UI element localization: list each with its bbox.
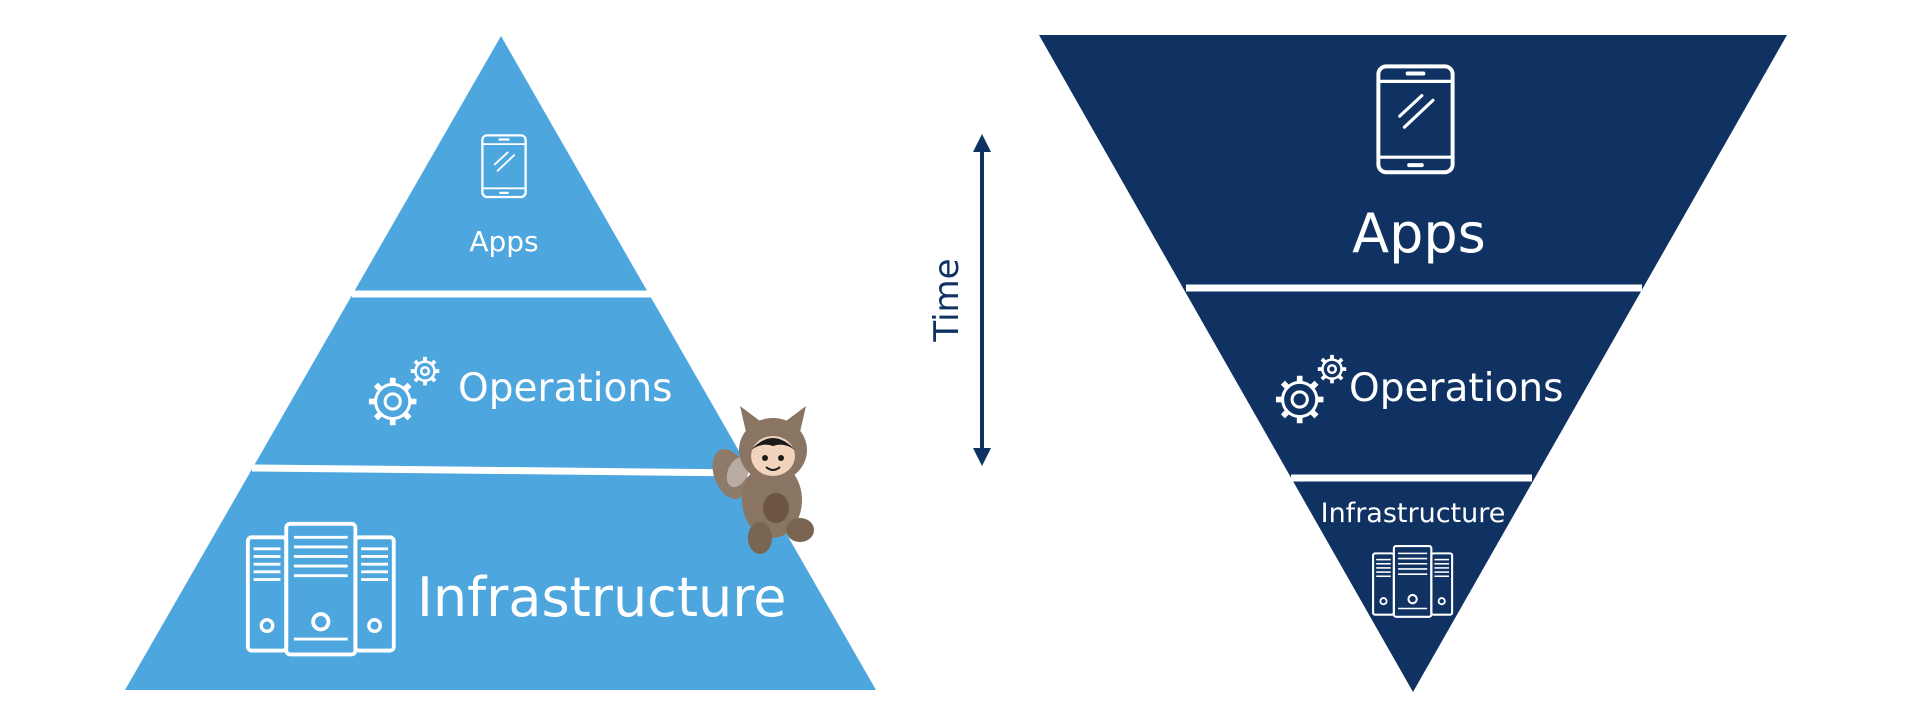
right-tier-apps: Apps (1352, 64, 1486, 265)
right-pyramid: Apps Operations Infrastructure (1039, 35, 1787, 692)
right-tier-operations: Operations (1276, 355, 1563, 423)
double-arrow-icon (973, 134, 991, 466)
right-pyramid-shape (1039, 35, 1787, 692)
time-axis: Time (927, 134, 991, 466)
left-infrastructure-label: Infrastructure (417, 566, 787, 629)
left-tier-operations: Operations (369, 357, 672, 425)
time-label: Time (927, 258, 967, 342)
right-apps-label: Apps (1352, 202, 1486, 265)
left-tier-infrastructure: Infrastructure (245, 521, 787, 657)
left-pyramid-shape (125, 36, 876, 690)
left-divider-ops-infra (251, 464, 753, 477)
left-tier-apps: Apps (469, 134, 539, 258)
right-operations-label: Operations (1349, 366, 1563, 411)
left-apps-label: Apps (469, 225, 538, 258)
right-tier-infrastructure: Infrastructure (1321, 498, 1506, 618)
left-pyramid: Apps Operations Infrastructure (125, 36, 876, 690)
astro-mascot-icon (712, 406, 814, 554)
right-infrastructure-label: Infrastructure (1321, 498, 1506, 529)
left-operations-label: Operations (458, 366, 672, 411)
